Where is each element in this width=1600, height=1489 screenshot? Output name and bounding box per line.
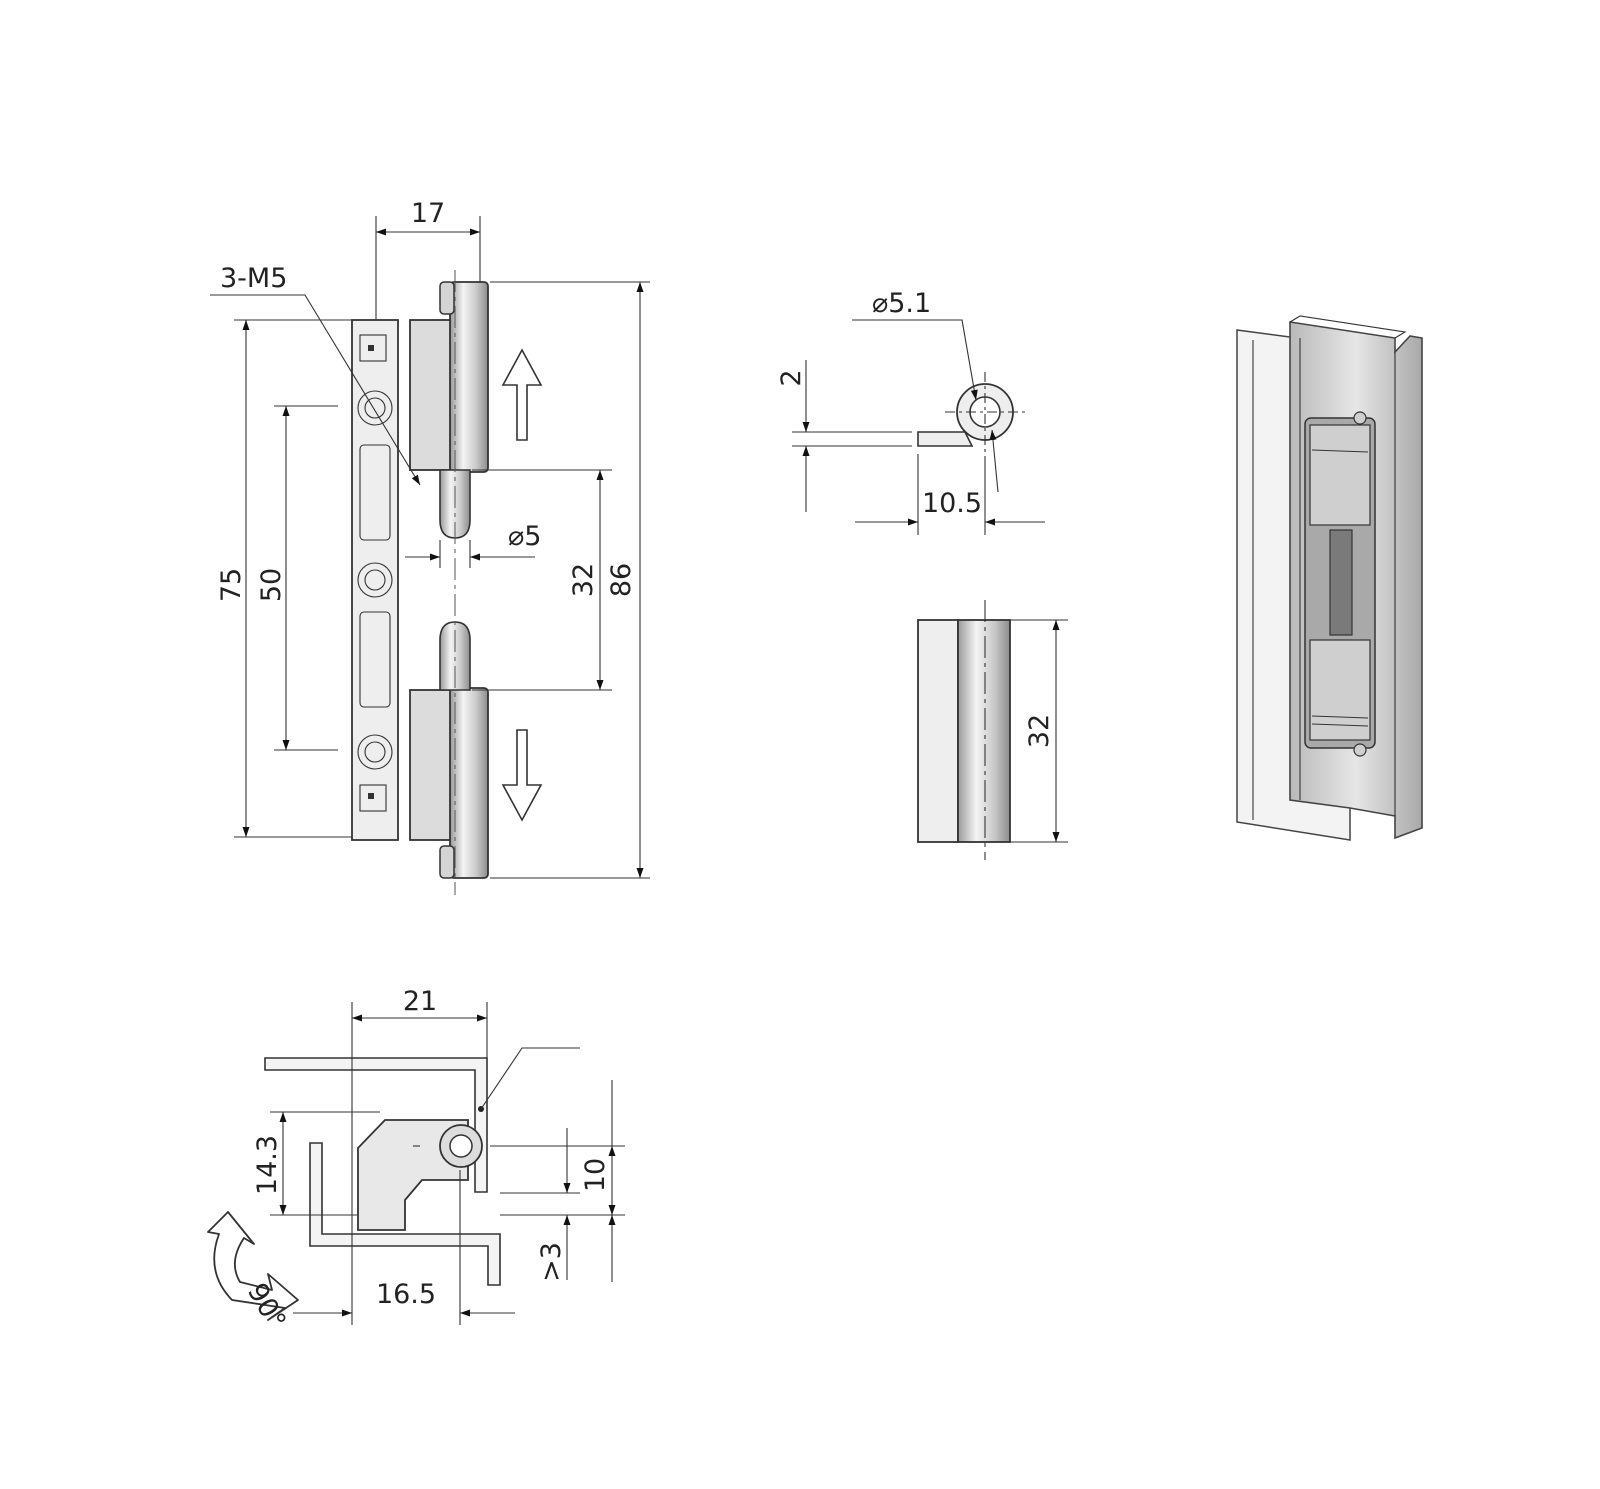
iso-hinge-lower-knuckle [1309,639,1371,741]
knuckle-barrel [957,619,1011,843]
leaf-marker-top [359,334,387,362]
dim-width-21: 21 [403,986,437,1017]
rotation-arrow-icon [207,1211,299,1321]
dim-height-75: 75 [216,568,247,602]
iso-hinge-upper-knuckle [1309,424,1371,526]
mounting-hole-bottom [357,734,393,770]
thread-callout: 3-M5 [220,263,287,294]
iso-hinge-slot [1329,529,1353,636]
lower-knuckle-block [409,689,453,841]
leaf-slot-2 [359,611,391,708]
dim-pin-diameter: ⌀5 [508,521,541,552]
leaf-marker-top-dot [368,345,374,351]
dim-total-86: 86 [606,563,637,597]
dim-eye-diameter: ⌀5.1 [872,288,931,319]
dim-height-14-3: 14.3 [252,1135,283,1195]
leaf-slot-1 [359,444,391,541]
cabinet-profile [309,1142,501,1286]
front-view: 17 3-M5 75 50 ⌀5 32 86 [210,198,650,895]
mounting-hole-top [357,390,393,426]
dim-offset-10-5: 10.5 [922,488,982,519]
iso-hinge-bottom-pin [1353,743,1367,757]
dim-pin-gap-32: 32 [568,563,599,597]
knuckle-plate [917,619,959,843]
mounting-hole-middle [357,562,393,598]
lower-knuckle-cap [439,845,455,879]
bottom-view: 21 14.3 10 >3 16.5 90° [207,986,625,1335]
iso-hinge-top-pin [1353,411,1367,425]
isometric-view [1236,315,1423,841]
upper-knuckle-block [409,319,453,471]
upper-knuckle-cap [439,281,455,315]
eye-diameter-leader [852,319,978,401]
dim-offset-16-5: 16.5 [376,1279,436,1310]
dim-pin-height-10: 10 [580,1158,611,1192]
hinge-eye-profile [917,431,974,447]
hinge-leaf-plate [351,319,399,841]
dim-width-17: 17 [411,198,445,229]
dim-pitch-50: 50 [256,568,287,602]
knuckle-view: 32 [917,600,1068,860]
side-view: ⌀5.1 2 10.5 [776,288,1045,535]
thread-leader [210,294,421,486]
lower-knuckle-barrel [449,687,489,879]
arrow-up-icon [501,348,543,441]
dim-thickness-2: 2 [776,369,807,386]
dim-knuckle-height-32: 32 [1024,714,1055,748]
leaf-marker-bottom [359,784,387,812]
arrow-down-icon [501,729,543,822]
leaf-marker-bottom-dot [368,793,374,799]
upper-knuckle-barrel [449,281,489,473]
bottom-hinge-pin-inner [449,1134,473,1158]
dim-clearance-3: >3 [536,1242,567,1282]
